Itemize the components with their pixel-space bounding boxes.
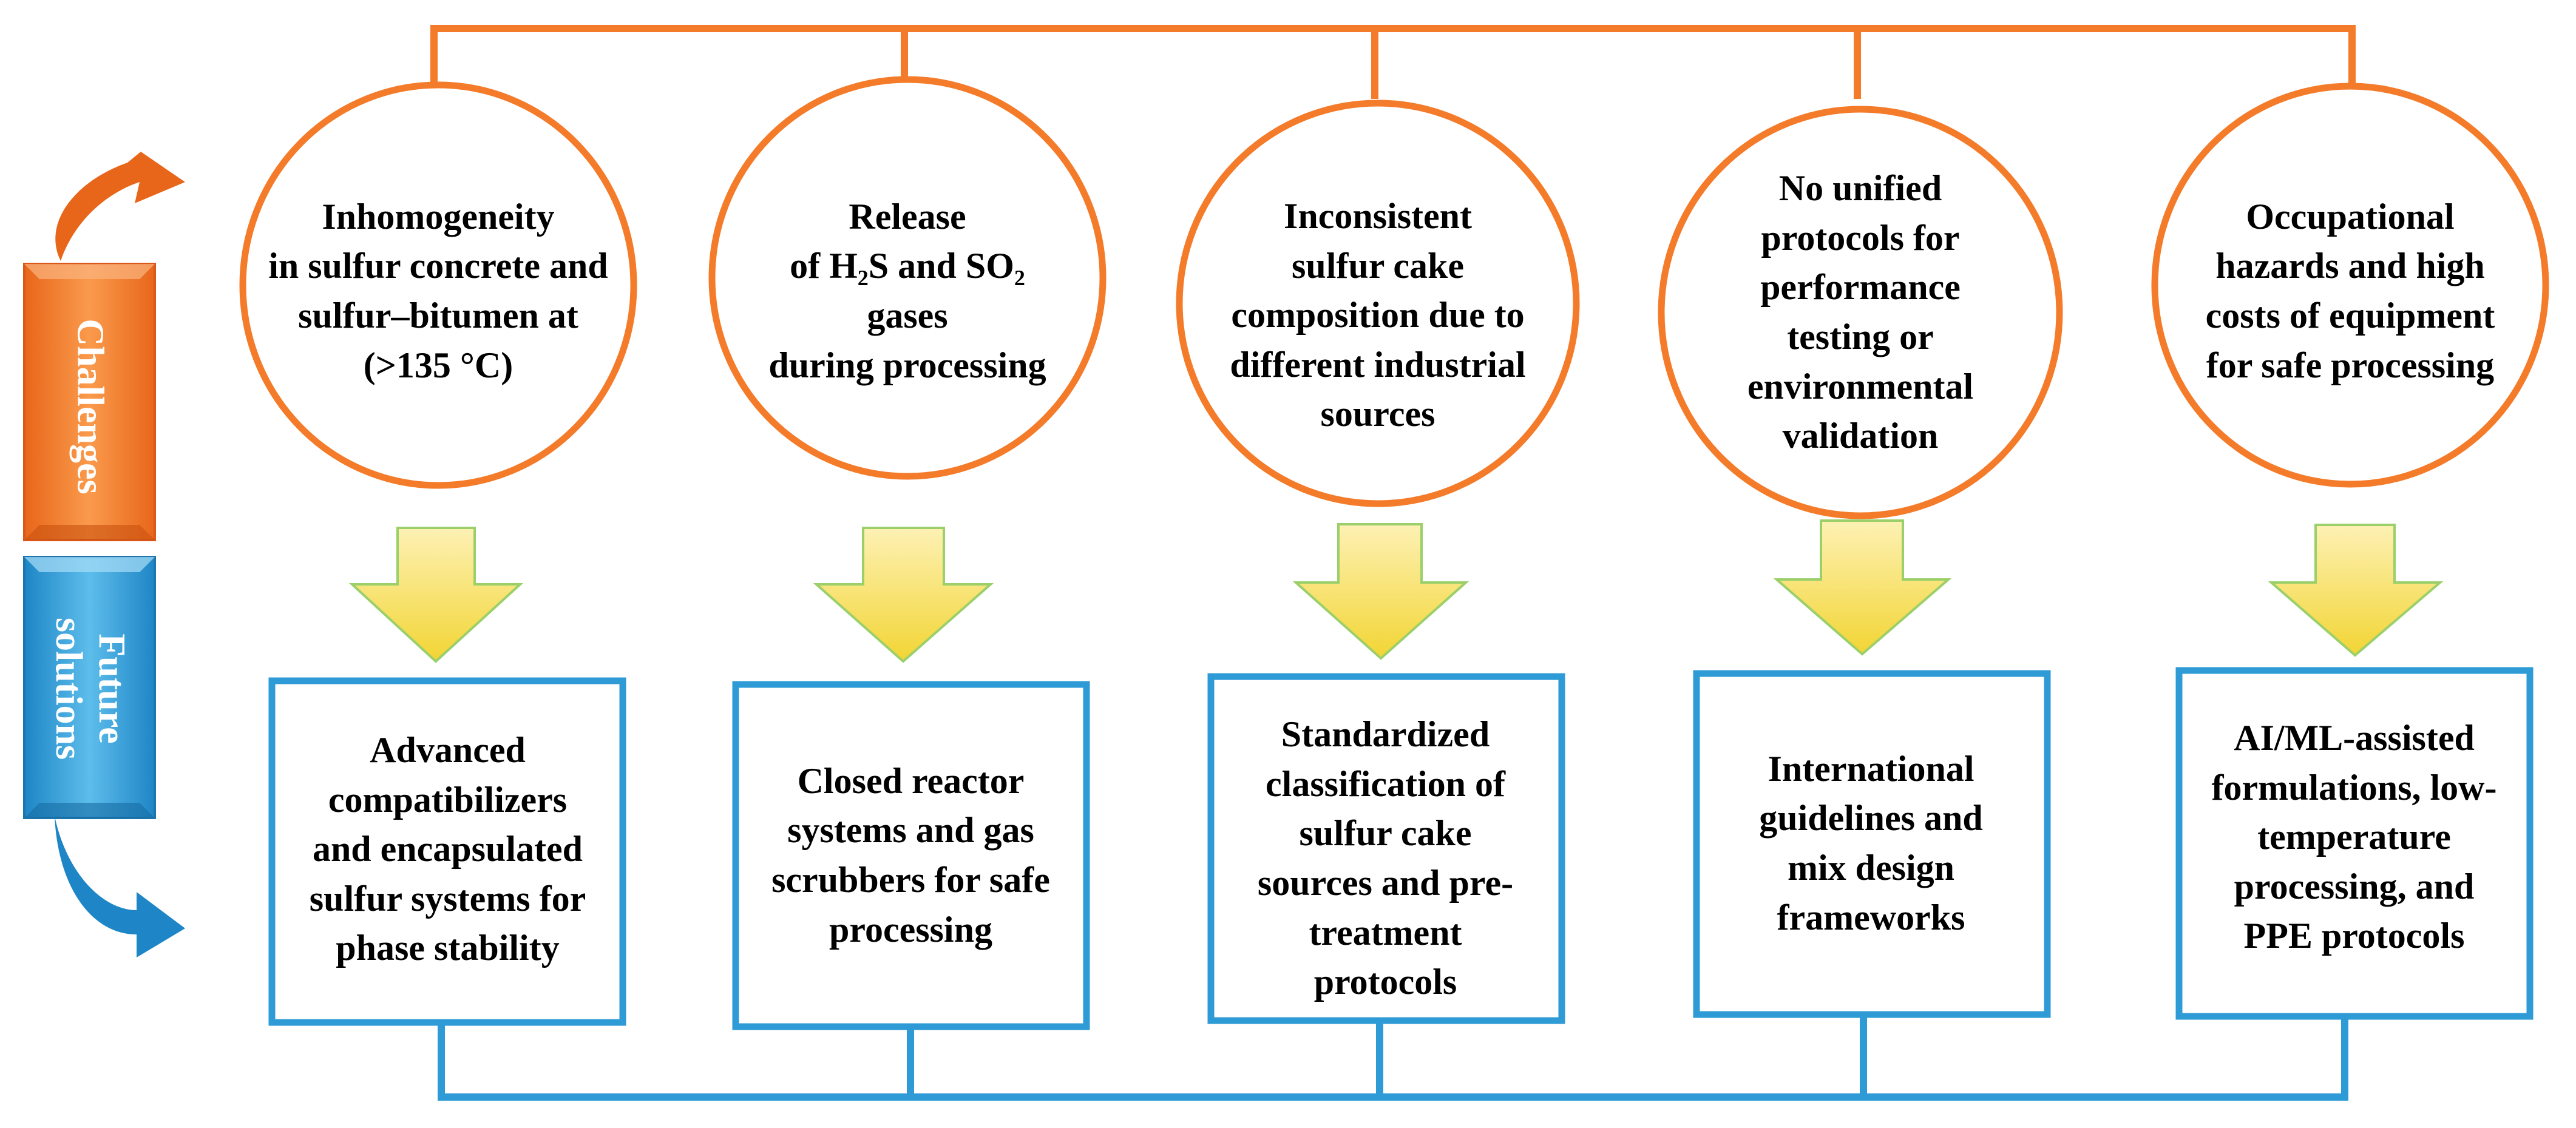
challenge-text-2: Release of H₂S and SO₂ gases during proc… xyxy=(768,196,1046,385)
challenge-circle-3 xyxy=(1176,100,1580,507)
solution-text-2: Closed reactor systems and gas scrubbers… xyxy=(771,760,1050,950)
down-arrow-icon-2 xyxy=(813,527,994,663)
curved-arrow-up-icon xyxy=(55,152,185,261)
challenge-text-4: No unified protocols for performance tes… xyxy=(1747,168,1974,456)
solution-box-2 xyxy=(732,681,1090,1030)
down-arrow-icon-3 xyxy=(1292,523,1469,660)
solution-box-4 xyxy=(1693,670,2051,1018)
challenge-text-1: Inhomogeneity in sulfur concrete and sul… xyxy=(268,196,608,385)
solution-box-1 xyxy=(268,677,626,1026)
bottom-connector xyxy=(438,1011,2348,1101)
down-arrow-icon-4 xyxy=(1773,519,1952,656)
curved-arrow-down-icon xyxy=(55,816,185,957)
challenge-circle-5 xyxy=(2151,83,2549,488)
solutions-side-banner xyxy=(23,556,185,957)
down-arrow-icon-1 xyxy=(348,527,524,663)
challenges-side-banner xyxy=(23,152,185,541)
challenge-circle-4 xyxy=(1658,106,2063,519)
future-solutions-label: Future solutions xyxy=(48,617,133,760)
down-arrows xyxy=(348,519,2444,663)
solution-boxes xyxy=(268,667,2534,1030)
challenge-text-5: Occupational hazards and high costs of e… xyxy=(2205,196,2495,385)
solution-text-1: Advanced compatibilizers and encapsulate… xyxy=(309,730,586,968)
challenges-label: Challenges xyxy=(69,319,111,495)
challenge-circle-1 xyxy=(239,81,637,489)
down-arrow-icon-5 xyxy=(2268,524,2444,657)
solution-box-5 xyxy=(2175,667,2534,1020)
solution-text-4: International guidelines and mix design … xyxy=(1759,748,1983,937)
challenge-circle-2 xyxy=(708,76,1107,480)
top-connector xyxy=(430,25,2356,99)
challenge-text-3: Inconsistent sulfur cake composition due… xyxy=(1230,196,1526,434)
challenge-circles xyxy=(239,76,2549,519)
solution-text-5: AI/ML-assisted formulations, low- temper… xyxy=(2211,718,2497,956)
solution-box-3 xyxy=(1207,673,1565,1024)
solution-text-3: Standardized classification of sulfur ca… xyxy=(1257,714,1514,1002)
